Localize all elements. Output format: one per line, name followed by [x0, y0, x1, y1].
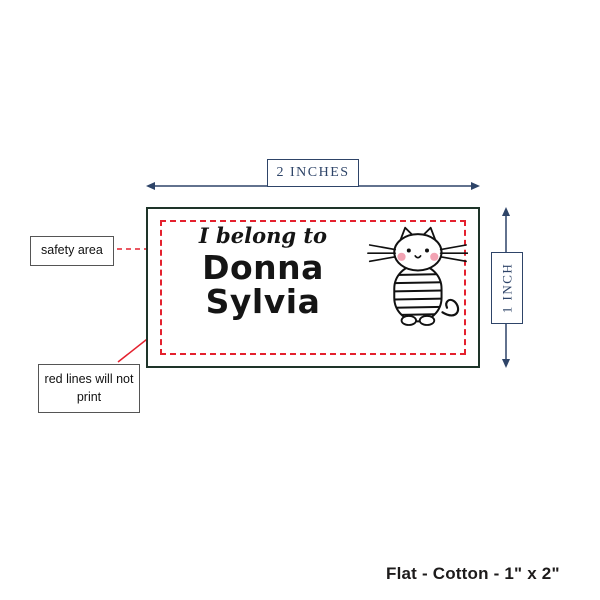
cat-whiskers [367, 244, 468, 263]
red-lines-callout: red lines will not print [38, 364, 140, 413]
red-lines-callout-text: red lines will not print [44, 372, 134, 404]
safety-area-callout-text: safety area [41, 243, 103, 257]
height-dimension-text: 1 INCH [499, 262, 514, 314]
label-text-block: I belong to Donna Sylvia [162, 223, 364, 318]
label-name-line1: Donna [202, 248, 324, 287]
cat-eye-left [406, 248, 411, 253]
label-intro-text: I belong to [198, 223, 328, 248]
safety-area-callout: safety area [30, 236, 114, 266]
cat-illustration [367, 226, 468, 326]
label-preview: I belong to Donna Sylvia [146, 207, 480, 368]
cat-eye-right [425, 248, 429, 253]
cat-paw-left [400, 315, 417, 326]
label-name-line2: Sylvia [205, 281, 321, 321]
width-dimension-label: 2 INCHES [267, 159, 359, 187]
cat-stripes [394, 273, 442, 316]
width-dimension-text: 2 INCHES [276, 165, 350, 180]
cat-tail [441, 298, 460, 317]
cat-cheek-left [397, 252, 406, 261]
product-spec-text: Flat - Cotton - 1" x 2" [386, 564, 560, 583]
cat-head [393, 233, 443, 272]
cat-cheek-right [430, 252, 439, 261]
cat-paw-right [418, 315, 436, 326]
cat-mouth [414, 255, 422, 259]
safety-area-dashed-border [160, 220, 466, 355]
height-dimension-label: 1 INCH [491, 252, 523, 324]
